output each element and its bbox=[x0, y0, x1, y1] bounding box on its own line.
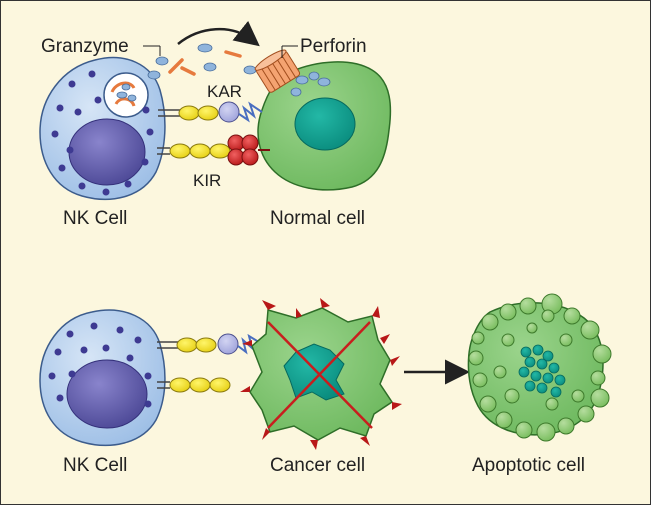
cancer-nucleus bbox=[283, 343, 345, 401]
kar-label: KAR bbox=[207, 82, 242, 101]
nk-cell-bottom bbox=[39, 309, 166, 447]
secreted-granzymes bbox=[147, 43, 331, 97]
perforin-label: Perforin bbox=[300, 36, 367, 57]
nk-cell-bottom-label: NK Cell bbox=[63, 455, 127, 476]
cancer-cell-label: Cancer cell bbox=[270, 455, 365, 476]
granule-dots-top bbox=[51, 70, 154, 196]
apoptotic-cell bbox=[467, 293, 612, 442]
perforin-pore bbox=[254, 49, 301, 93]
kir-ligand-mhc bbox=[227, 134, 270, 166]
apoptotic-cell-label: Apoptotic cell bbox=[472, 455, 585, 476]
granule-vesicle bbox=[103, 72, 149, 118]
apoptotic-blebs bbox=[468, 293, 612, 442]
cancer-cell bbox=[240, 298, 402, 450]
granule-dots-bottom bbox=[48, 322, 152, 408]
granzyme-label: Granzyme bbox=[41, 36, 129, 57]
kar-receptor-bottom bbox=[157, 333, 263, 355]
normal-cell-label: Normal cell bbox=[270, 208, 365, 229]
kir-receptor-bottom bbox=[157, 377, 231, 393]
cancer-cross bbox=[267, 321, 373, 429]
kir-label: KIR bbox=[193, 171, 221, 190]
nk-nucleus-bottom bbox=[66, 359, 148, 429]
kir-receptor-top bbox=[157, 134, 270, 166]
nk-nucleus-top bbox=[68, 118, 146, 186]
kar-receptor-top bbox=[158, 101, 263, 123]
normal-cell bbox=[257, 61, 392, 191]
kar-ligand-top bbox=[238, 101, 263, 123]
secretion-arrow bbox=[177, 20, 260, 47]
apoptotic-fragments bbox=[518, 344, 566, 398]
nk-cell-top bbox=[39, 56, 166, 201]
normal-cell-nucleus bbox=[294, 97, 356, 151]
cancer-spikes bbox=[240, 298, 402, 450]
perforin-monomers bbox=[168, 50, 242, 76]
nk-cell-top-label: NK Cell bbox=[63, 208, 127, 229]
